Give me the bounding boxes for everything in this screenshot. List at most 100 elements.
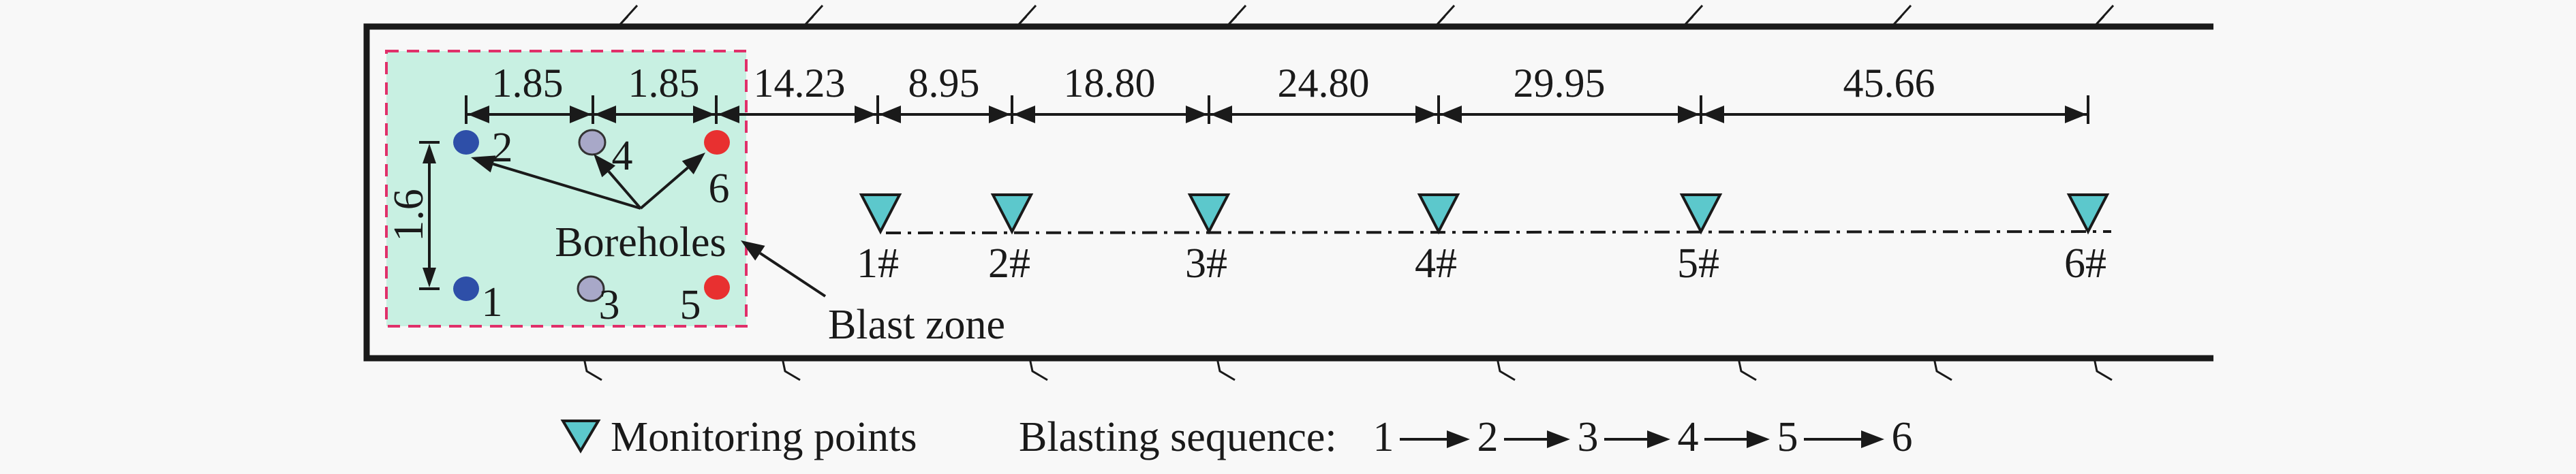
- wall-hatch-mark: [1737, 358, 1757, 381]
- dimension-label: 29.95: [1514, 61, 1606, 106]
- monitoring-points: 1# 2# 3# 4# 5# 6#: [857, 193, 2110, 287]
- dimension-label: 18.80: [1064, 61, 1156, 106]
- wall-hatch-mark: [802, 4, 824, 28]
- monitoring-point-1: 1#: [857, 193, 902, 287]
- borehole-marker: [453, 130, 479, 155]
- sequence-arrow: [1400, 430, 1470, 448]
- wall-hatch-mark: [1216, 358, 1236, 381]
- wall-hatch-mark: [1682, 4, 1704, 28]
- dimension-arrowhead: [1186, 106, 1208, 123]
- pointer-arrow: [594, 154, 642, 210]
- wall-hatch-mark: [781, 358, 801, 381]
- borehole-number: 3: [599, 282, 620, 328]
- sequence-step: 6: [1892, 414, 1913, 460]
- borehole-6: 6: [704, 130, 730, 212]
- dimension-arrowhead: [594, 106, 616, 123]
- sequence-step: 3: [1578, 414, 1599, 460]
- vertical-spacing-dimension: 1.6: [386, 141, 440, 290]
- monitoring-point-label: 1#: [857, 240, 899, 287]
- monitoring-point-label: 2#: [988, 240, 1030, 287]
- borehole-number: 5: [680, 282, 701, 328]
- dimension-arrowhead: [718, 106, 739, 123]
- tunnel-outline: [363, 23, 2213, 362]
- wall-hatch-mark: [1434, 4, 1456, 28]
- dimension-arrowhead: [1013, 106, 1035, 123]
- monitoring-point-5: 5#: [1677, 193, 1723, 287]
- borehole-marker: [577, 275, 605, 302]
- monitoring-point-label: 5#: [1677, 240, 1719, 287]
- monitoring-point-icon: [1187, 193, 1231, 235]
- blast-zone-pointer-arrow: [741, 240, 827, 298]
- wall-hatch-mark: [1015, 4, 1037, 28]
- legend-sequence-label: Blasting sequence:: [1019, 414, 1337, 460]
- monitoring-line: [885, 230, 2112, 234]
- tunnel-walls: [363, 23, 2213, 362]
- dimension-label: 24.80: [1278, 61, 1370, 106]
- borehole-5: 5: [680, 275, 730, 328]
- monitoring-point-label: 4#: [1415, 240, 1457, 287]
- monitoring-point-6: 6#: [2064, 193, 2110, 287]
- sequence-step: 5: [1777, 414, 1798, 460]
- dimension-label: 1.85: [492, 61, 564, 106]
- wall-hatch-mark: [583, 358, 602, 381]
- borehole-number: 1: [482, 279, 503, 326]
- wall-hatch-mark: [2093, 4, 2115, 28]
- monitoring-point-icon: [859, 193, 902, 235]
- sequence-step: 4: [1678, 414, 1699, 460]
- borehole-marker: [453, 276, 479, 301]
- rock-wall-hatches: [583, 4, 2115, 381]
- monitoring-point-2: 2#: [988, 193, 1034, 287]
- sequence-step: 1: [1373, 414, 1394, 460]
- borehole-marker: [704, 275, 730, 300]
- pointer-arrow: [471, 155, 641, 210]
- dimension-label: 8.95: [908, 61, 980, 106]
- sequence-arrow: [1704, 430, 1770, 448]
- dimension-arrowhead: [1440, 106, 1462, 123]
- blast-zone-label: Blast zone: [828, 302, 1005, 348]
- monitoring-point-icon: [990, 193, 1034, 235]
- borehole-pointer-arrows: [471, 153, 827, 298]
- wall-hatch-mark: [1496, 358, 1516, 381]
- dimension-arrowhead: [879, 106, 901, 123]
- borehole-number: 6: [709, 165, 730, 212]
- dimension-arrowhead: [693, 106, 715, 123]
- sequence-step: 2: [1477, 414, 1499, 460]
- monitoring-point-label: 6#: [2064, 240, 2106, 287]
- wall-hatch-mark: [2093, 358, 2113, 381]
- monitoring-point-icon: [2066, 193, 2110, 235]
- sequence-arrow: [1504, 430, 1570, 448]
- sequence-arrow: [1604, 430, 1670, 448]
- dimension-label: 14.23: [754, 61, 846, 106]
- borehole-marker: [578, 129, 607, 156]
- monitoring-point-label: 3#: [1185, 240, 1227, 287]
- boreholes-label: Boreholes: [555, 219, 726, 266]
- dimension-label: 1.85: [628, 61, 700, 106]
- sequence-arrow: [1804, 430, 1884, 448]
- dimension-arrowhead: [1678, 106, 1700, 123]
- blast-zone-area: [385, 50, 748, 328]
- monitoring-point-icon: [1679, 193, 1723, 235]
- vertical-spacing-label: 1.6: [386, 189, 432, 242]
- wall-hatch-mark: [617, 4, 639, 28]
- dimension-arrowhead: [2065, 106, 2087, 123]
- borehole-number: 4: [612, 133, 633, 179]
- dimension-arrowhead: [467, 106, 489, 123]
- wall-hatch-mark: [1890, 4, 1912, 28]
- borehole-3: 3: [577, 275, 620, 328]
- dimension-arrowhead: [570, 106, 592, 123]
- dimension-arrowhead: [1415, 106, 1437, 123]
- monitoring-point-4: 4#: [1415, 193, 1460, 287]
- wall-hatch-mark: [1225, 4, 1247, 28]
- blasting-sequence: 1 2 3 4 5 6: [1373, 414, 1913, 460]
- dimension-arrowhead: [1702, 106, 1724, 123]
- dimension-arrowhead: [855, 106, 876, 123]
- monitoring-point-legend-icon: [560, 420, 601, 454]
- dimension-label: 45.66: [1843, 61, 1935, 106]
- wall-hatch-mark: [1933, 358, 1952, 381]
- monitoring-point-icon: [1417, 193, 1460, 235]
- borehole-4: 4: [578, 129, 633, 179]
- pointer-arrow: [639, 153, 705, 210]
- monitoring-point-3: 3#: [1185, 193, 1231, 287]
